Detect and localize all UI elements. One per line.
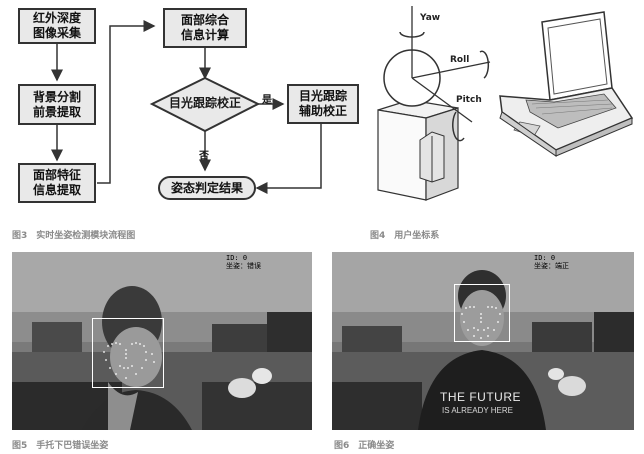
left-photo-status: 坐姿：错误	[226, 262, 261, 270]
box-gaze-assist-line1: 目光跟踪	[298, 89, 347, 103]
left-photo-id: ID: 0	[226, 254, 248, 262]
box-face-feature-extraction: 面部特征 信息提取	[18, 163, 96, 203]
face-landmarks-right	[461, 306, 501, 339]
box-infrared-capture: 红外深度 图像采集	[18, 8, 96, 44]
yaw-label: Yaw	[419, 13, 440, 23]
laptop-icon	[499, 11, 634, 157]
box-background-line2: 前景提取	[32, 104, 81, 119]
coordinate-illustration: Yaw Roll Pitch	[377, 6, 634, 201]
right-photo-status: 坐姿：端正	[534, 262, 569, 270]
box-background-line1: 背景分割	[32, 89, 81, 104]
caption-fig6: 图6 正确坐姿	[334, 441, 395, 451]
caption-fig4: 图4 用户坐标系	[370, 231, 440, 241]
box-face-info-line2: 信息计算	[180, 28, 229, 42]
flowchart-connectors	[51, 20, 322, 194]
pedestal-box-icon	[377, 99, 459, 201]
box-gaze-assist-line2: 辅助校正	[298, 104, 347, 118]
box-infrared-line1: 红外深度	[32, 11, 81, 25]
shirt-text-line2: IS ALREADY HERE	[442, 406, 513, 415]
pitch-axis	[411, 77, 473, 123]
office-scene	[12, 252, 312, 430]
arrow-feature-to-face-info	[97, 20, 156, 184]
box-face-info-calc: 面部综合 信息计算	[163, 8, 247, 48]
box-gaze-assist: 目光跟踪 辅助校正	[287, 84, 359, 124]
yaw-rotation-icon	[399, 31, 425, 38]
box-face-feature-line2: 信息提取	[32, 183, 81, 197]
face-landmarks	[103, 342, 155, 379]
pitch-label: Pitch	[456, 95, 482, 105]
roll-rotation-icon	[479, 50, 490, 79]
edge-no-label: 否	[199, 151, 209, 162]
roll-label: Roll	[450, 55, 469, 65]
decision-diamond	[149, 76, 261, 133]
box-infrared-line2: 图像采集	[32, 26, 81, 40]
box-background-segmentation: 背景分割 前景提取	[18, 84, 96, 125]
box-result-label: 姿态判定结果	[170, 180, 243, 195]
edge-yes-label: 是	[262, 95, 272, 106]
office-scene-right	[332, 252, 634, 430]
pitch-rotation-icon	[452, 111, 465, 142]
box-posture-result: 姿态判定结果	[158, 176, 256, 200]
photo-incorrect-posture: ID: 0 坐姿：错误	[12, 252, 312, 430]
box-face-feature-line1: 面部特征	[32, 168, 81, 182]
photo-correct-posture: THE FUTURE IS ALREADY HERE ID: 0 坐姿：端正	[332, 252, 634, 430]
roll-axis	[411, 61, 491, 79]
box-face-info-line1: 面部综合	[180, 13, 229, 27]
arrow-gaze-assist-to-result	[255, 124, 322, 194]
caption-fig5: 图5 手托下巴错误坐姿	[12, 441, 109, 451]
face-detection-box-right	[454, 284, 510, 342]
decision-gaze-label: 目光跟踪校正	[168, 96, 241, 110]
face-detection-box	[92, 318, 164, 388]
right-photo-id: ID: 0	[534, 254, 556, 262]
shirt-text-line1: THE FUTURE	[440, 390, 521, 404]
caption-fig3: 图3 实时坐姿检测模块流程图	[12, 231, 136, 241]
